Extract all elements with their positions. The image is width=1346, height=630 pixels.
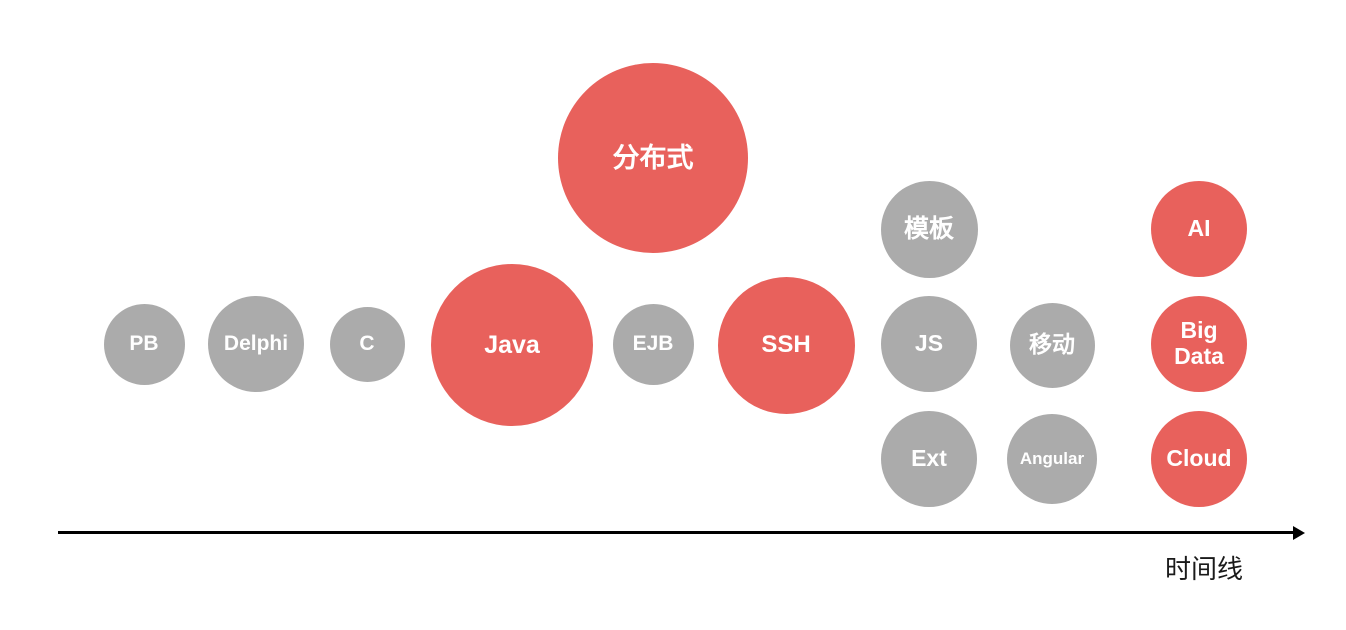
bubble-label-cloud: Cloud bbox=[1166, 445, 1232, 472]
bubble-label-moban: 模板 bbox=[903, 215, 954, 243]
bubble-ext[interactable]: Ext bbox=[881, 411, 977, 507]
bubble-label-ejb: EJB bbox=[632, 332, 674, 356]
timeline-arrow-head-icon bbox=[1293, 525, 1305, 540]
bubble-java[interactable]: Java bbox=[431, 264, 593, 426]
bubble-yidong[interactable]: 移动 bbox=[1009, 302, 1095, 388]
timeline-axis-label: 时间线 bbox=[1165, 554, 1244, 584]
timeline-axis-line bbox=[58, 531, 1293, 534]
bubble-label-js: JS bbox=[914, 330, 944, 357]
bubble-fenbushi[interactable]: 分布式 bbox=[558, 63, 748, 253]
bubble-pb[interactable]: PB bbox=[103, 303, 185, 385]
bubble-cloud[interactable]: Cloud bbox=[1151, 411, 1247, 507]
bubble-c[interactable]: C bbox=[329, 306, 405, 382]
bubble-bigdata[interactable]: Big Data bbox=[1151, 296, 1247, 392]
bubble-angular[interactable]: Angular bbox=[1007, 414, 1097, 504]
bubble-label-java: Java bbox=[484, 331, 540, 359]
bubble-moban[interactable]: 模板 bbox=[880, 180, 978, 278]
bubble-label-ai: AI bbox=[1187, 215, 1211, 242]
bubble-label-ssh: SSH bbox=[761, 330, 811, 358]
bubble-delphi[interactable]: Delphi bbox=[208, 296, 304, 392]
bubble-label-bigdata: Big Data bbox=[1174, 317, 1224, 369]
bubble-label-fenbushi: 分布式 bbox=[612, 142, 694, 173]
bubble-label-pb: PB bbox=[129, 332, 159, 356]
bubble-ai[interactable]: AI bbox=[1151, 181, 1247, 277]
bubble-label-c: C bbox=[359, 332, 375, 356]
bubble-ssh[interactable]: SSH bbox=[717, 276, 855, 414]
bubble-label-ext: Ext bbox=[911, 445, 947, 472]
bubble-ejb[interactable]: EJB bbox=[612, 303, 694, 385]
bubble-label-delphi: Delphi bbox=[223, 332, 289, 356]
bubble-label-angular: Angular bbox=[1019, 449, 1085, 469]
bubble-label-yidong: 移动 bbox=[1029, 331, 1075, 358]
bubble-js[interactable]: JS bbox=[881, 296, 977, 392]
